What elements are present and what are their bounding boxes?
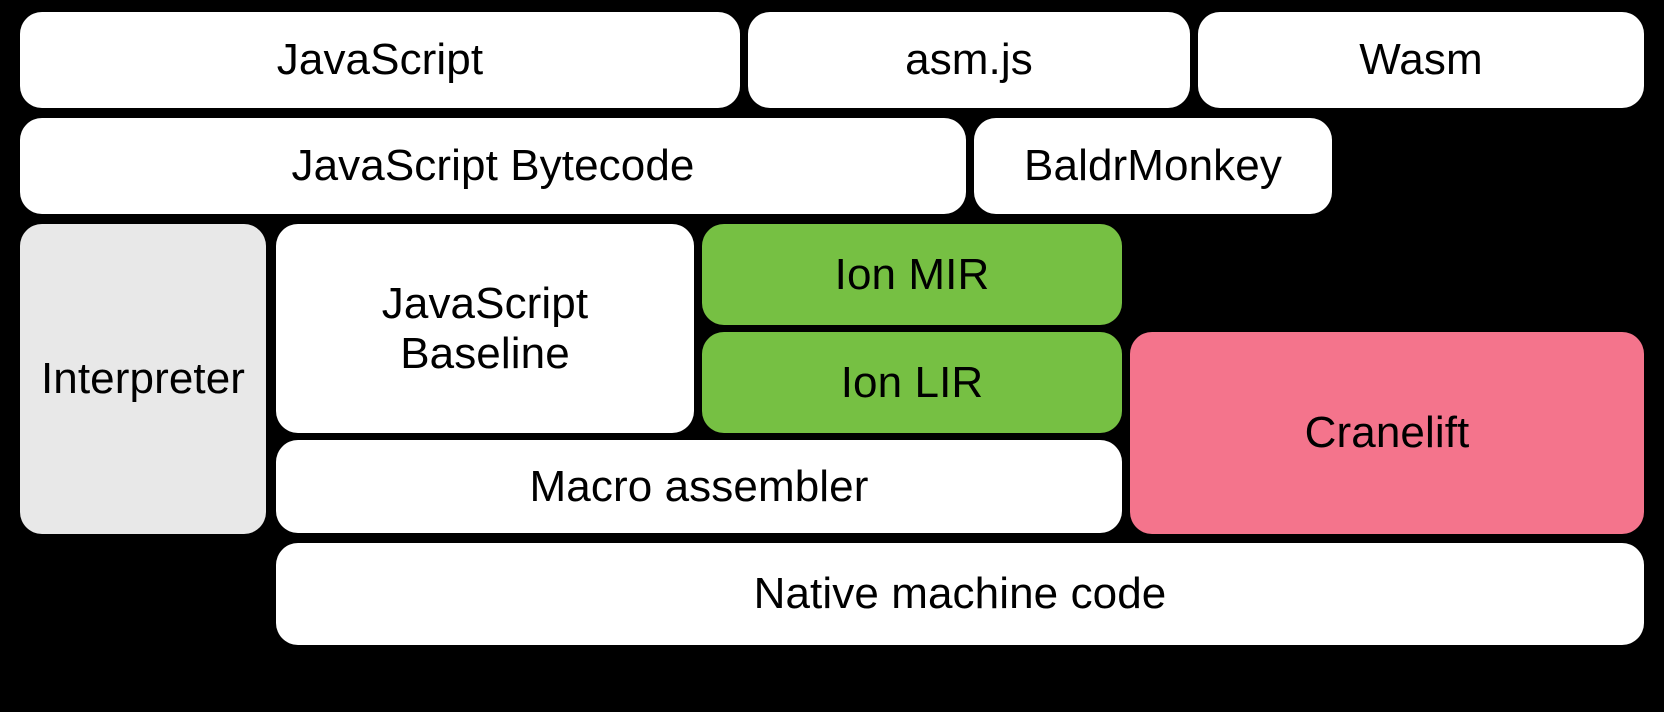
node-javascript-baseline: JavaScript Baseline: [276, 224, 694, 433]
node-ion-lir: Ion LIR: [702, 332, 1122, 433]
node-javascript: JavaScript: [20, 12, 740, 108]
node-wasm: Wasm: [1198, 12, 1644, 108]
node-asm-js: asm.js: [748, 12, 1190, 108]
node-baldrmonkey: BaldrMonkey: [974, 118, 1332, 214]
node-macro-assembler: Macro assembler: [276, 440, 1122, 533]
node-native-machine-code: Native machine code: [276, 543, 1644, 645]
node-ion-mir: Ion MIR: [702, 224, 1122, 325]
node-interpreter: Interpreter: [20, 224, 266, 534]
node-cranelift: Cranelift: [1130, 332, 1644, 534]
node-javascript-bytecode: JavaScript Bytecode: [20, 118, 966, 214]
